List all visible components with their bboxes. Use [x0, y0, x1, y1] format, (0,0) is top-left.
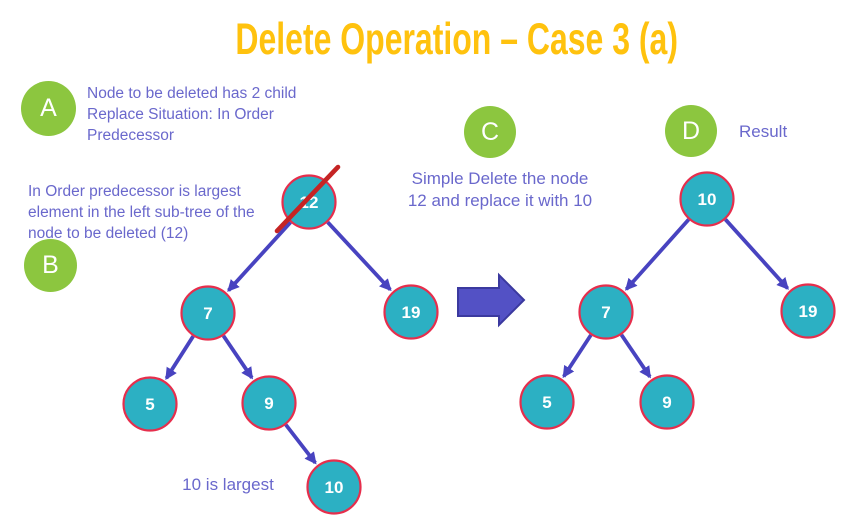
badge-b: B: [24, 239, 77, 292]
node-value: 9: [662, 393, 671, 412]
node-value: 9: [264, 394, 273, 413]
node-value: 7: [203, 304, 212, 323]
edges-layer: [164, 218, 789, 465]
tree-edge: [724, 218, 789, 290]
tree-node-19: 19: [780, 283, 836, 339]
badge-c-label: C: [480, 117, 500, 146]
tree-edge: [221, 334, 254, 380]
strike-layer: [274, 164, 341, 234]
tree-node-9: 9: [241, 375, 297, 431]
badge-a-label: A: [40, 94, 57, 122]
delete-strike-icon: [274, 164, 341, 234]
node-circle: [519, 374, 575, 430]
tree-node-10: 10: [306, 459, 362, 515]
node-value: 5: [145, 395, 154, 414]
note-c-text: Simple Delete the node 12 and replace it…: [407, 169, 593, 210]
node-value: 7: [601, 303, 610, 322]
badge-c: C: [464, 106, 516, 158]
node-circle: [180, 285, 236, 341]
transform-arrow-icon: [457, 272, 526, 328]
tree-node-7: 7: [180, 285, 236, 341]
left-tree-caption: 10 is largest: [182, 475, 274, 494]
node-circle: [780, 283, 836, 339]
tree-node-19: 19: [383, 284, 439, 340]
node-value: 10: [698, 190, 717, 209]
tree-node-5: 5: [122, 376, 178, 432]
tree-edge: [619, 333, 652, 379]
badge-d: D: [665, 105, 717, 157]
result-label: Result: [739, 122, 788, 141]
node-circle: [241, 375, 297, 431]
tree-edge: [284, 423, 317, 465]
tree-node-10: 10: [679, 171, 735, 227]
node-value: 5: [542, 393, 551, 412]
node-circle: [383, 284, 439, 340]
node-value: 19: [402, 303, 421, 322]
node-circle: [679, 171, 735, 227]
badge-d-label: D: [681, 116, 701, 145]
slide-title: Delete Operation – Case 3 (a): [235, 13, 679, 64]
node-circle: [122, 376, 178, 432]
node-value: 12: [300, 193, 319, 212]
nodes-layer: 12 7 19 5 9 10 10 7 19 5 9: [122, 171, 836, 515]
tree-node-9: 9: [639, 374, 695, 430]
tree-edge: [326, 220, 392, 292]
node-value: 10: [325, 478, 344, 497]
tree-node-12: 12: [281, 174, 337, 230]
tree-edge: [164, 335, 195, 380]
note-b-text: In Order predecessor is largest element …: [28, 183, 255, 242]
node-circle: [281, 174, 337, 230]
tree-edge: [624, 218, 691, 291]
badge-a: A: [21, 81, 76, 136]
node-circle: [306, 459, 362, 515]
node-circle: [578, 284, 634, 340]
title-wrap: Delete Operation – Case 3 (a): [32, 13, 850, 64]
tree-node-7: 7: [578, 284, 634, 340]
tree-node-5: 5: [519, 374, 575, 430]
node-value: 19: [799, 302, 818, 321]
tree-edge: [227, 221, 292, 292]
note-a-text: Node to be deleted has 2 child Replace S…: [87, 85, 297, 144]
tree-edge: [562, 333, 593, 379]
badge-b-label: B: [42, 251, 59, 279]
node-circle: [639, 374, 695, 430]
